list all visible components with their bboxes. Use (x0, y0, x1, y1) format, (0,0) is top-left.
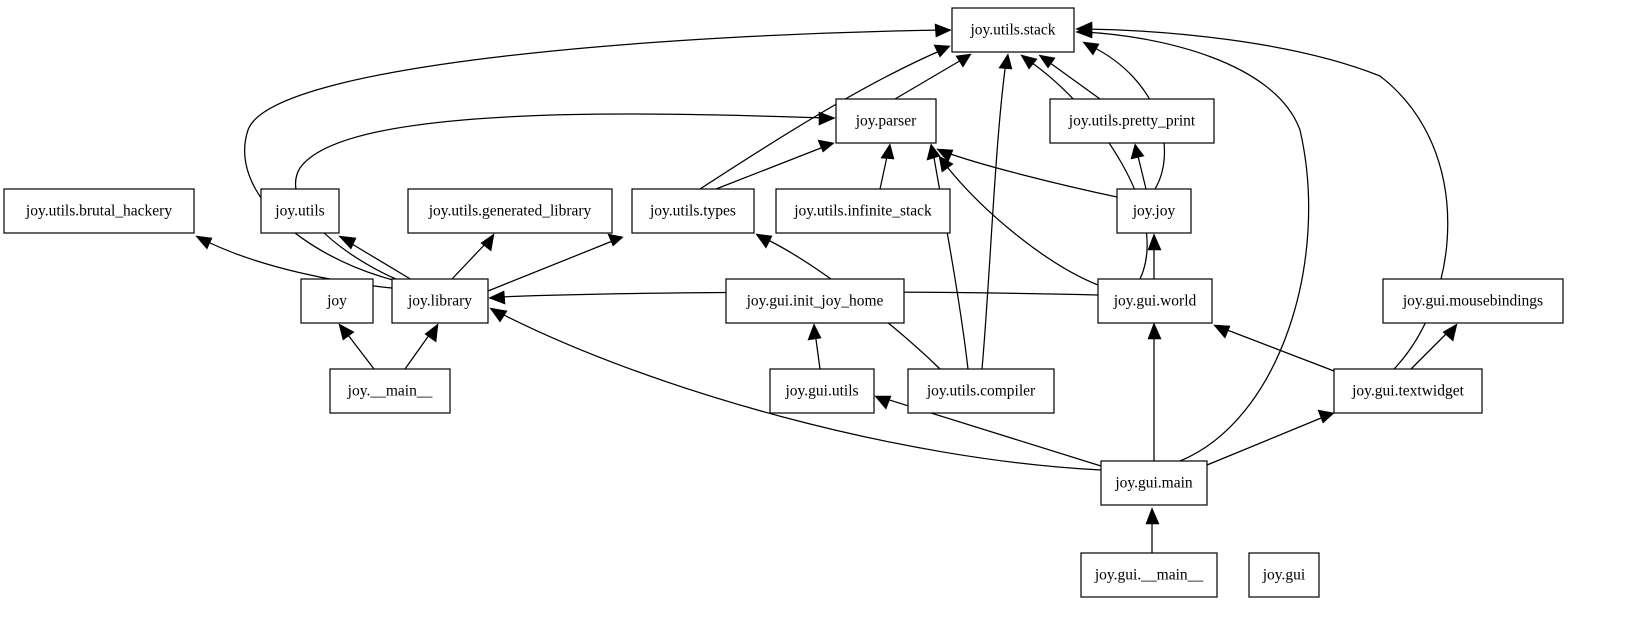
node-joy-utils-brutal-hackery[interactable]: joy.utils.brutal_hackery (3, 188, 195, 234)
node-joy-gui-textwidget[interactable]: joy.gui.textwidget (1333, 368, 1483, 414)
edge-joy-main-to-joy (338, 323, 375, 370)
node-joy-gui-world[interactable]: joy.gui.world (1097, 278, 1213, 324)
edge-joy-library-to-joy-utils-generated-library (451, 233, 495, 280)
node-joy-utils-generated-library[interactable]: joy.utils.generated_library (407, 188, 613, 234)
node-label: joy.gui.world (1113, 293, 1197, 310)
edge-joy-joy-to-joy-parser (936, 148, 1118, 198)
edge-joy-gui-world-to-joy-joy (1147, 233, 1162, 279)
node-joy-library[interactable]: joy.library (391, 278, 489, 324)
node-label: joy.utils.brutal_hackery (25, 203, 172, 220)
node-label: joy.gui.mousebindings (1402, 293, 1543, 310)
edge-joy-parser-to-joy-utils-stack (894, 53, 972, 100)
edge-joy-library-to-joy-utils (338, 235, 413, 281)
edge-joy-gui-textwidget-to-joy-gui-mousebindings (1410, 323, 1458, 370)
node-label: joy.joy (1132, 203, 1176, 220)
node-label: joy.gui.utils (784, 383, 858, 400)
nodes-layer: joy.utils.stack joy.parser joy.utils.pre… (3, 7, 1564, 598)
node-joy-utils[interactable]: joy.utils (260, 188, 340, 234)
edge-joy-gui-main-to-joy-utils-stack (1075, 24, 1310, 462)
node-label: joy.library (407, 293, 472, 310)
node-joy-utils-stack[interactable]: joy.utils.stack (951, 7, 1075, 53)
edge-joy-utils-pretty-print-to-joy-utils-stack (1038, 54, 1101, 100)
edge-joy-utils-types-to-joy-parser (715, 139, 835, 190)
node-label: joy.utils.stack (969, 22, 1055, 39)
edge-joy-gui-main-to-joy-gui-world (1147, 322, 1162, 461)
node-joy-gui-main[interactable]: joy.gui.main (1100, 460, 1208, 506)
node-joy-gui-init-joy-home[interactable]: joy.gui.init_joy_home (725, 278, 905, 324)
edge-joy-utils-compiler-to-joy-utils-stack (981, 53, 1013, 370)
edge-joy-gui-textwidget-to-joy-gui-world (1213, 324, 1335, 372)
node-joy-parser[interactable]: joy.parser (835, 98, 937, 144)
node-label: joy.utils.types (649, 203, 736, 220)
node-label: joy.__main__ (347, 383, 433, 400)
edge-joy-gui-world-to-joy-utils-stack (1020, 54, 1148, 280)
edges-layer (195, 21, 1458, 553)
node-joy[interactable]: joy (300, 278, 374, 324)
edge-joy-gui-world-to-joy-parser (938, 155, 1099, 286)
node-joy-utils-pretty-print[interactable]: joy.utils.pretty_print (1049, 98, 1215, 144)
node-joy-gui[interactable]: joy.gui (1248, 552, 1320, 598)
edge-joy-main-to-joy-library (404, 323, 439, 370)
node-joy-gui-main-module[interactable]: joy.gui.__main__ (1080, 552, 1218, 598)
node-joy-gui-mousebindings[interactable]: joy.gui.mousebindings (1382, 278, 1564, 324)
node-label: joy.utils.infinite_stack (793, 203, 932, 220)
edge-joy-library-to-joy-utils-types (487, 233, 624, 292)
node-joy-gui-utils[interactable]: joy.gui.utils (769, 368, 875, 414)
node-label: joy.gui.__main__ (1094, 567, 1204, 584)
edge-joy-utils-compiler-to-joy-parser (926, 143, 969, 370)
node-label: joy.gui.textwidget (1351, 383, 1464, 400)
edge-joy-joy-to-joy-utils-pretty-print (1130, 143, 1147, 190)
node-label: joy (326, 293, 347, 310)
node-label: joy.utils.generated_library (428, 203, 592, 220)
node-joy-utils-types[interactable]: joy.utils.types (631, 188, 755, 234)
node-joy-utils-compiler[interactable]: joy.utils.compiler (907, 368, 1055, 414)
edge-joy-gui-main-to-joy-gui-textwidget (1206, 409, 1335, 466)
edge-joy-utils-infinite-stack-to-joy-parser (879, 143, 895, 190)
edge-joy-gui-utils-to-joy-gui-init-joy-home (807, 323, 822, 370)
node-joy-joy[interactable]: joy.joy (1116, 188, 1192, 234)
edge-joy-gui-main-to-joy-library (489, 307, 1102, 471)
edge-joy-gui-main-module-to-joy-gui-main (1145, 507, 1160, 553)
node-label: joy.utils.pretty_print (1068, 113, 1196, 130)
node-label: joy.gui.main (1114, 475, 1193, 492)
node-label: joy.utils.compiler (926, 383, 1036, 400)
node-label: joy.parser (855, 113, 917, 130)
node-joy-main-module[interactable]: joy.__main__ (329, 368, 451, 414)
node-label: joy.utils (274, 203, 324, 220)
node-joy-utils-infinite-stack[interactable]: joy.utils.infinite_stack (775, 188, 951, 234)
node-label: joy.gui.init_joy_home (746, 293, 884, 310)
edge-joy-utils-types-to-joy-utils-stack (699, 44, 951, 190)
node-label: joy.gui (1262, 567, 1306, 584)
